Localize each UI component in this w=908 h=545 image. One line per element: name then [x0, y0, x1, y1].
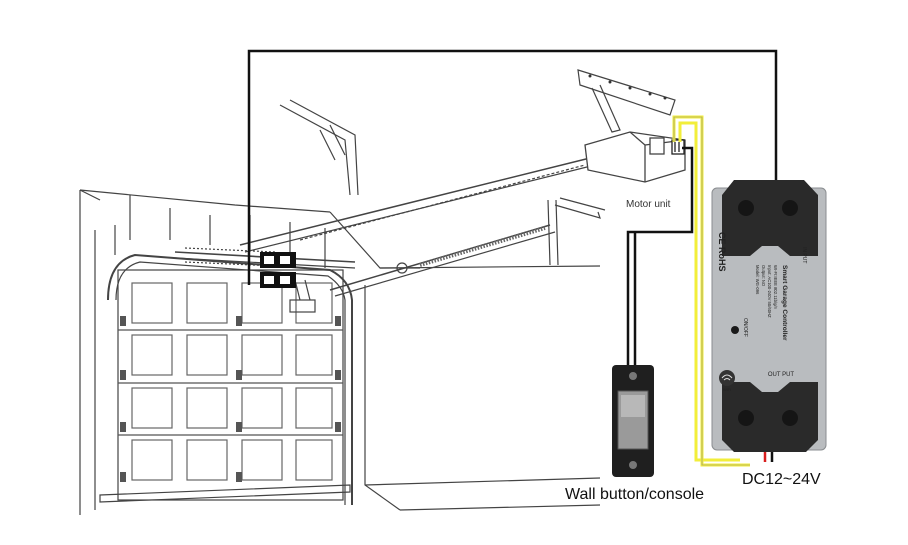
black-wire-loop	[247, 49, 778, 380]
controller-spec-1: Input: AC100-240V 50/60HZ	[767, 265, 772, 318]
on-off-switch-icon	[731, 326, 739, 334]
relay-block	[260, 252, 296, 288]
switch-label: ON/OFF	[742, 318, 748, 337]
smart-garage-controller: Smart Garage Controller WI-FI:IEEE 802.1…	[711, 180, 827, 452]
opener-rail	[239, 69, 676, 297]
controller-spec-3: Model: WG-096	[755, 265, 760, 295]
wifi-badge-label: WiFi	[723, 387, 731, 392]
certification-mark: CE RoHS	[717, 232, 727, 272]
wall-button-label: Wall button/console	[565, 486, 705, 503]
controller-spec-0: WI-FI:IEEE 802.11b/g/n	[773, 265, 778, 310]
wall-button-icon	[612, 365, 654, 477]
controller-title: Smart Garage Controller	[781, 265, 788, 341]
motor-unit-label: Motor unit	[626, 199, 671, 210]
controller-spec-2: Output: NO	[761, 265, 766, 287]
power-label: DC12~24V	[742, 471, 821, 488]
input-label: IN PUT	[801, 247, 807, 263]
garage-illustration	[79, 189, 601, 515]
motor-unit	[584, 131, 686, 183]
output-label: OUT PUT	[768, 372, 795, 378]
power-leads	[763, 452, 774, 462]
